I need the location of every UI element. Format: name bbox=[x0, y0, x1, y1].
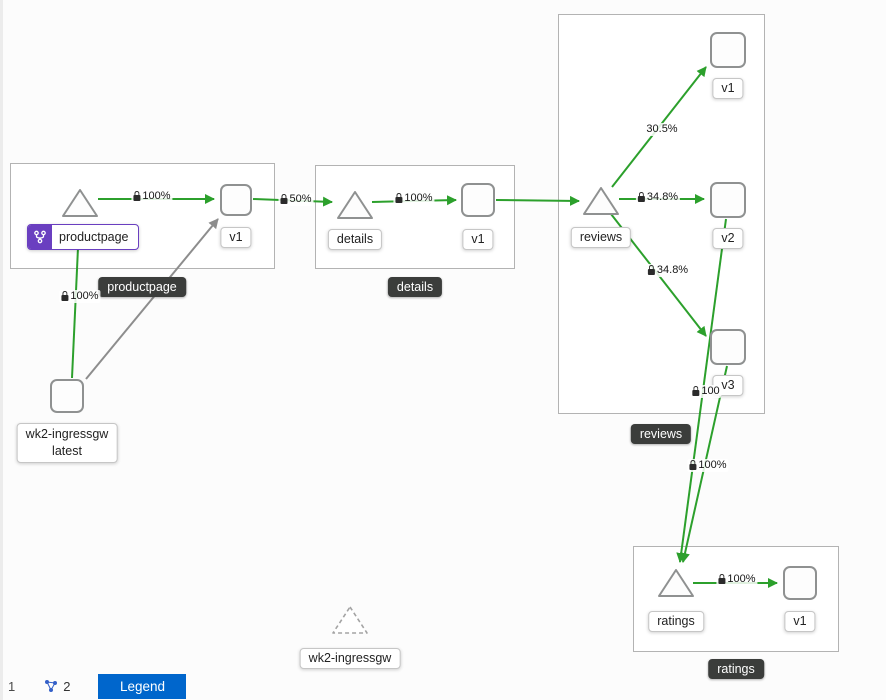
mtls-lock-icon bbox=[61, 291, 69, 301]
node-reviews-v2[interactable] bbox=[710, 182, 746, 218]
productpage-service-label-text: productpage bbox=[59, 229, 129, 244]
node-details-v1[interactable] bbox=[461, 183, 495, 217]
idle-service-label[interactable]: wk2-ingressgw bbox=[299, 648, 401, 669]
node-ratings-service[interactable] bbox=[656, 566, 696, 600]
group-badge-productpage[interactable]: productpage bbox=[98, 277, 186, 297]
virtualservice-icon bbox=[28, 225, 52, 249]
node-ingress-workload[interactable] bbox=[50, 379, 84, 413]
reviews-v1-label[interactable]: v1 bbox=[712, 78, 744, 99]
edge-label-ppv1-to-details: 50% bbox=[278, 193, 314, 206]
ratings-v1-label[interactable]: v1 bbox=[784, 611, 816, 632]
mtls-lock-icon bbox=[637, 192, 645, 202]
mtls-lock-icon bbox=[395, 193, 403, 203]
node-reviews-service[interactable] bbox=[581, 184, 621, 218]
edge-label-details-to-v1: 100% bbox=[393, 192, 435, 205]
node-productpage-v1[interactable] bbox=[220, 184, 252, 216]
edge-label-v3-to-ratings: 100% bbox=[687, 459, 729, 472]
node-reviews-v1[interactable] bbox=[710, 32, 746, 68]
group-badge-reviews[interactable]: reviews bbox=[630, 424, 692, 444]
edge-label-v2-to-ratings: 100 bbox=[690, 385, 722, 398]
group-badge-ratings[interactable]: ratings bbox=[708, 659, 764, 679]
edge-label-ratings-to-v1: 100% bbox=[716, 573, 758, 586]
graph-nodes-icon bbox=[45, 680, 58, 692]
edge-label-reviews-to-v1: 30.5% bbox=[644, 123, 680, 136]
left-edge-strip bbox=[0, 0, 3, 700]
mtls-lock-icon bbox=[718, 574, 726, 584]
ratings-service-label[interactable]: ratings bbox=[648, 611, 704, 632]
node-ratings-v1[interactable] bbox=[783, 566, 817, 600]
ingress-label-line1: wk2-ingressgw bbox=[25, 427, 109, 441]
details-service-label[interactable]: details bbox=[327, 229, 383, 250]
node-details-service[interactable] bbox=[335, 188, 375, 222]
node-reviews-v3[interactable] bbox=[710, 329, 746, 365]
mtls-lock-icon bbox=[692, 386, 700, 396]
ingress-workload-label[interactable]: wk2-ingressgw latest bbox=[16, 423, 118, 463]
edge-label-reviews-to-v2: 34.8% bbox=[635, 191, 681, 204]
edge-label-reviews-to-v3: 34.8% bbox=[645, 264, 691, 277]
group-box-productpage[interactable] bbox=[10, 163, 275, 269]
details-v1-label[interactable]: v1 bbox=[462, 229, 494, 250]
node-productpage-service[interactable] bbox=[60, 186, 100, 220]
edge-details-v1-to-reviews[interactable] bbox=[495, 195, 580, 206]
productpage-v1-label[interactable]: v1 bbox=[220, 227, 252, 248]
node-count-indicator: 2 bbox=[43, 678, 70, 694]
mtls-lock-icon bbox=[647, 265, 655, 275]
group-badge-details[interactable]: details bbox=[387, 277, 443, 297]
mtls-lock-icon bbox=[280, 194, 288, 204]
node-count-value: 2 bbox=[63, 678, 71, 694]
productpage-service-label[interactable]: productpage bbox=[27, 224, 139, 250]
edge-label-pp-to-v1: 100% bbox=[131, 190, 173, 203]
reviews-service-label[interactable]: reviews bbox=[570, 227, 632, 248]
graph-toolbar: 1 2 Legend bbox=[0, 672, 886, 700]
mtls-lock-icon bbox=[689, 460, 697, 470]
reviews-v2-label[interactable]: v2 bbox=[712, 228, 744, 249]
node-idle-service[interactable] bbox=[330, 603, 370, 637]
ingress-label-line2: latest bbox=[52, 444, 82, 458]
legend-button[interactable]: Legend bbox=[98, 673, 187, 699]
edge-ingress-to-productpage-v1[interactable] bbox=[85, 218, 219, 380]
edge-label-ingress-to-pp: 100% bbox=[59, 290, 101, 303]
page-indicator: 1 bbox=[8, 678, 16, 694]
mtls-lock-icon bbox=[133, 191, 141, 201]
